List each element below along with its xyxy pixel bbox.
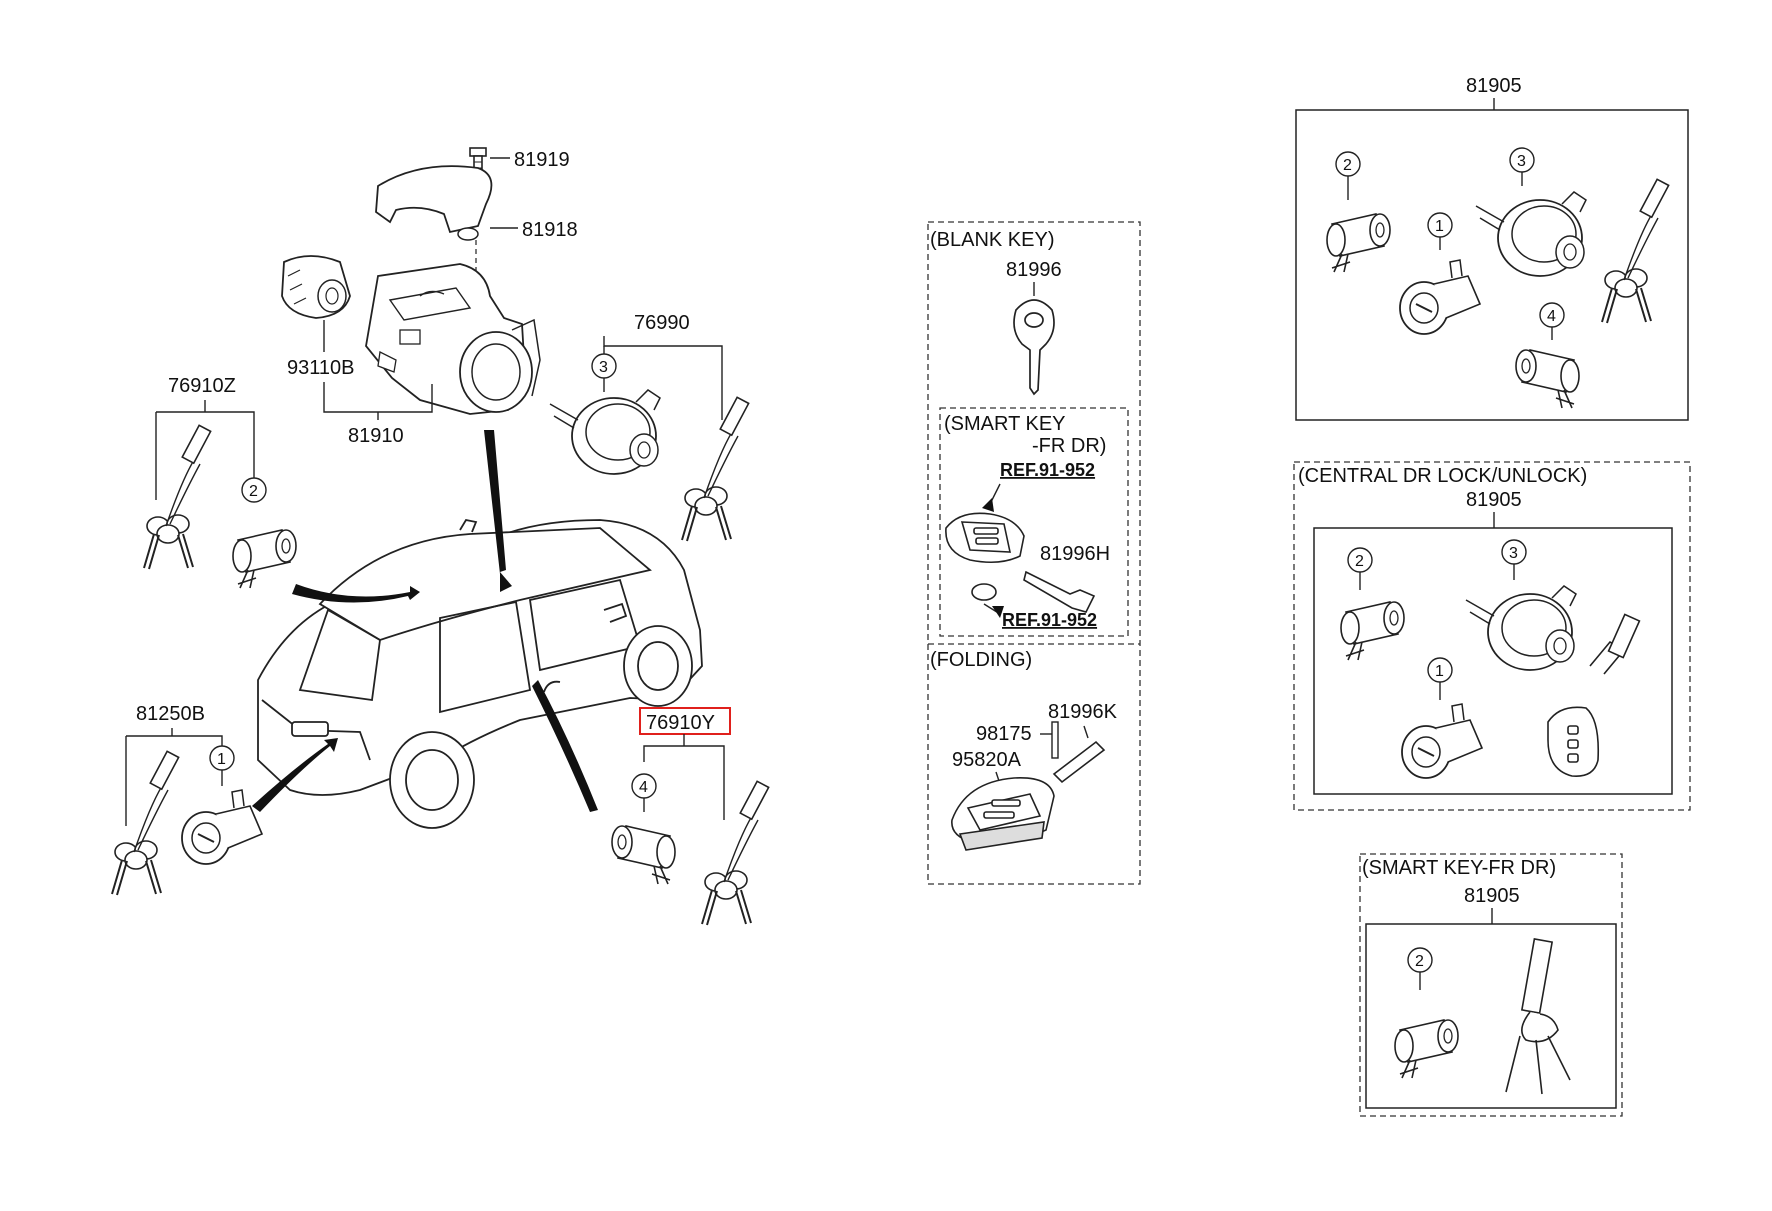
door-lock-set-76910Y[interactable]: 76910Y 4 bbox=[611, 707, 770, 926]
car-illustration bbox=[257, 518, 703, 829]
callout-3: 3 bbox=[599, 359, 608, 376]
kit-smart-part: 81905 bbox=[1464, 885, 1520, 907]
kit-top-part: 81905 bbox=[1466, 75, 1522, 97]
kit-central-heading: (CENTRAL DR LOCK/UNLOCK) bbox=[1298, 465, 1587, 487]
label-98175: 98175 bbox=[976, 723, 1032, 745]
door-lock-set-76910Z: 76910Z 2 bbox=[143, 375, 297, 589]
kit-top-callout-4: 4 bbox=[1547, 308, 1556, 325]
ignition-lock-group: 81919 81918 93110B bbox=[281, 147, 578, 447]
kit-central-part: 81905 bbox=[1466, 489, 1522, 511]
label-95820A: 95820A bbox=[952, 749, 1022, 771]
smart-key-ref-top[interactable]: REF.91-952 bbox=[1000, 460, 1095, 480]
highlight-box bbox=[639, 707, 731, 735]
kit-smart-callout-2: 2 bbox=[1415, 953, 1424, 970]
blank-key-panel: (BLANK KEY) 81996 (SMART KEY -FR DR) REF… bbox=[927, 221, 1141, 885]
kit-top-callout-3: 3 bbox=[1517, 153, 1526, 170]
kit-central-callout-2: 2 bbox=[1355, 553, 1364, 570]
callout-2: 2 bbox=[249, 483, 258, 500]
pointer-arrows bbox=[252, 430, 598, 812]
key-blade-81996K bbox=[1052, 740, 1106, 784]
label-81910: 81910 bbox=[348, 425, 404, 447]
callout-4: 4 bbox=[639, 779, 648, 796]
label-81996: 81996 bbox=[1006, 259, 1062, 281]
folding-key-fob-drawing bbox=[951, 777, 1055, 851]
label-81996H: 81996H bbox=[1040, 543, 1110, 565]
emergency-key-ring-drawing bbox=[1505, 938, 1571, 1095]
remote-fob-drawing bbox=[1547, 613, 1641, 777]
lock-body-81910 bbox=[365, 263, 541, 415]
lock-switch-93110B: 93110B bbox=[281, 255, 354, 379]
kit-smart-heading: (SMART KEY-FR DR) bbox=[1362, 857, 1556, 879]
label-76910Y: 76910Y bbox=[646, 712, 715, 734]
smart-key-fob-drawing bbox=[945, 512, 1025, 564]
kit-81905-top: 81905 2 1 3 4 bbox=[1295, 75, 1689, 421]
label-81919: 81919 bbox=[514, 149, 570, 171]
label-81918: 81918 bbox=[522, 219, 578, 241]
ignition-set-76990: 76990 3 bbox=[549, 312, 750, 542]
label-76910Z: 76910Z bbox=[168, 375, 236, 397]
smart-key-heading-2: -FR DR) bbox=[1032, 435, 1106, 457]
kit-top-callout-1: 1 bbox=[1435, 218, 1444, 235]
smart-key-heading-1: (SMART KEY bbox=[944, 413, 1066, 435]
pin-98175 bbox=[1051, 721, 1059, 759]
kit-81905-central: (CENTRAL DR LOCK/UNLOCK) 81905 2 1 3 bbox=[1293, 461, 1691, 811]
trunk-lock-set-81250B: 81250B 1 bbox=[111, 703, 263, 896]
blank-key-drawing bbox=[1013, 299, 1055, 396]
label-76990: 76990 bbox=[634, 312, 690, 334]
battery-drawing bbox=[971, 583, 997, 601]
emergency-key-drawing bbox=[1023, 570, 1096, 613]
kit-81905-smart: (SMART KEY-FR DR) 81905 2 bbox=[1359, 853, 1623, 1117]
kit-top-callout-2: 2 bbox=[1343, 157, 1352, 174]
label-93110B: 93110B bbox=[287, 357, 354, 379]
kit-central-callout-1: 1 bbox=[1435, 663, 1444, 680]
label-81250B: 81250B bbox=[136, 703, 205, 725]
kit-central-callout-3: 3 bbox=[1509, 545, 1518, 562]
smart-key-ref-bottom[interactable]: REF.91-952 bbox=[1002, 610, 1097, 630]
clamp-81918: 81918 bbox=[375, 165, 578, 290]
callout-1: 1 bbox=[217, 751, 226, 768]
blank-key-heading: (BLANK KEY) bbox=[930, 229, 1054, 251]
label-81996K: 81996K bbox=[1048, 701, 1118, 723]
folding-heading: (FOLDING) bbox=[930, 649, 1032, 671]
